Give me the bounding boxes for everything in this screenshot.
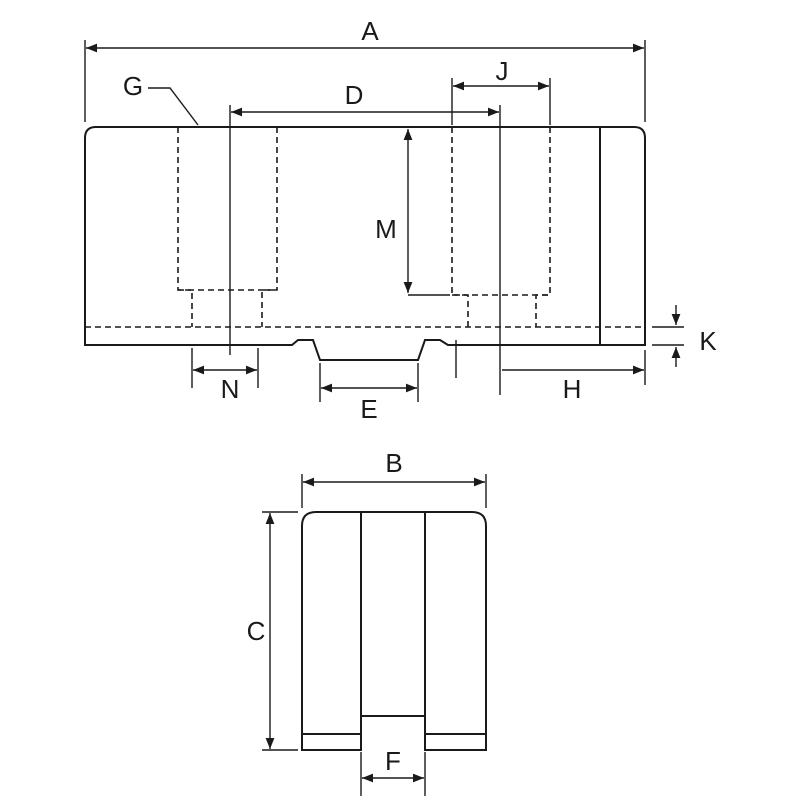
- label-E: E: [360, 394, 377, 424]
- label-B: B: [385, 448, 402, 478]
- label-J: J: [496, 56, 509, 86]
- dimension-C: C: [247, 511, 298, 751]
- right-counterbore: [451, 105, 551, 395]
- label-K: K: [699, 326, 717, 356]
- dimension-N: N: [191, 348, 259, 404]
- label-C: C: [247, 616, 266, 646]
- side-view-outline: [301, 511, 487, 751]
- label-A: A: [361, 16, 379, 46]
- label-N: N: [221, 374, 240, 404]
- label-D: D: [345, 80, 364, 110]
- front-view-outline: [84, 126, 646, 361]
- dimension-H: H: [502, 350, 646, 404]
- front-view: [84, 105, 646, 395]
- leader-G: G: [123, 71, 199, 126]
- label-F: F: [385, 746, 401, 776]
- dimension-K: K: [652, 305, 717, 367]
- dimension-B: B: [301, 448, 487, 508]
- dimension-F: F: [360, 746, 426, 796]
- label-M: M: [375, 214, 397, 244]
- label-G: G: [123, 71, 143, 101]
- left-counterbore: [177, 105, 278, 355]
- dimension-A: A: [84, 16, 646, 122]
- dimension-D: D: [231, 80, 499, 117]
- dimension-J: J: [451, 56, 551, 125]
- side-view: [301, 511, 487, 751]
- dimension-E: E: [319, 363, 419, 424]
- label-H: H: [563, 374, 582, 404]
- dimension-M: M: [375, 129, 450, 296]
